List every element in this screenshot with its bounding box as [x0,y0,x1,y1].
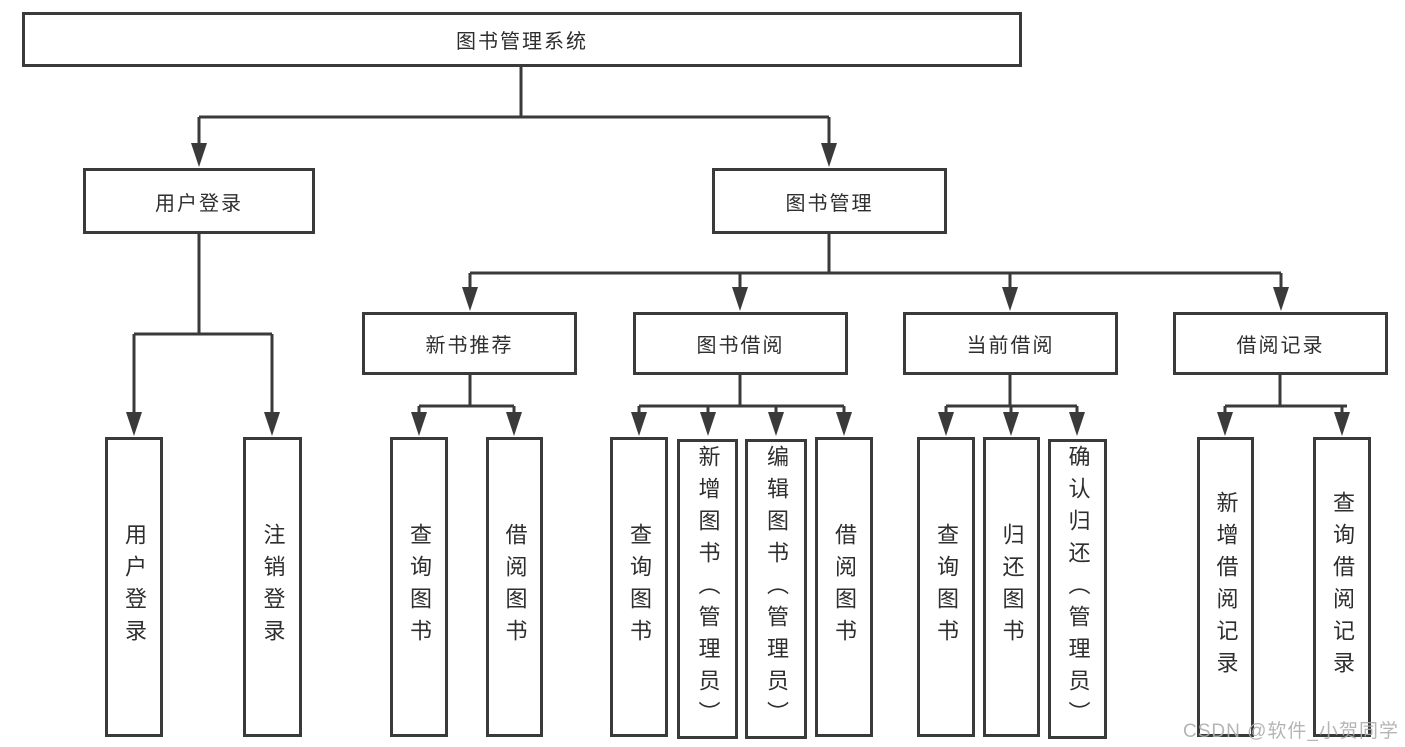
node-label: 用户登录 [155,192,243,215]
leaf-return-book: 归还图书 [983,437,1040,737]
leaf-label: 编辑图书（管理员） [764,445,789,733]
leaf-query-borrow-record: 查询借阅记录 [1313,437,1371,737]
leaf-label: 借阅图书 [832,523,857,651]
leaf-label: 确认归还（管理员） [1065,445,1091,733]
leaf-label: 新增图书（管理员） [695,445,721,733]
node-label: 新书推荐 [425,335,514,357]
leaf-borrow-book-2: 借阅图书 [815,437,873,737]
node-label: 图书管理系统 [456,31,588,53]
node-book-borrow: 图书借阅 [633,312,848,375]
node-root-system: 图书管理系统 [22,12,1022,67]
leaf-label: 注销登录 [260,523,286,651]
node-borrow-record: 借阅记录 [1173,312,1388,375]
node-label: 当前借阅 [966,335,1055,357]
leaf-logout: 注销登录 [243,437,302,737]
node-current-borrow: 当前借阅 [903,312,1118,375]
leaf-query-book-1: 查询图书 [390,437,448,737]
leaf-query-book-2: 查询图书 [610,437,668,737]
leaf-label: 查询图书 [627,523,652,651]
leaf-label: 新增借阅记录 [1213,491,1239,683]
node-book-management: 图书管理 [712,168,947,234]
csdn-watermark: CSDN @软件_小贺同学 [1183,721,1399,742]
leaf-label: 查询借阅记录 [1330,491,1355,683]
node-label: 图书借阅 [696,335,785,357]
leaf-label: 查询图书 [407,523,432,651]
leaf-borrow-book-1: 借阅图书 [486,437,543,737]
leaf-confirm-return-admin: 确认归还（管理员） [1048,439,1107,739]
node-new-book-recommend: 新书推荐 [362,312,577,375]
node-label: 借阅记录 [1236,335,1325,357]
leaf-user-login: 用户登录 [105,437,163,737]
leaf-label: 查询图书 [934,523,959,651]
leaf-edit-book-admin: 编辑图书（管理员） [745,439,807,739]
leaf-label: 借阅图书 [502,523,528,651]
leaf-add-book-admin: 新增图书（管理员） [677,439,738,739]
leaf-add-borrow-record: 新增借阅记录 [1197,437,1254,737]
leaf-label: 用户登录 [122,523,147,651]
leaf-label: 归还图书 [999,523,1025,651]
node-label: 图书管理 [785,192,874,215]
leaf-query-book-3: 查询图书 [917,437,975,737]
node-user-login: 用户登录 [83,168,315,234]
